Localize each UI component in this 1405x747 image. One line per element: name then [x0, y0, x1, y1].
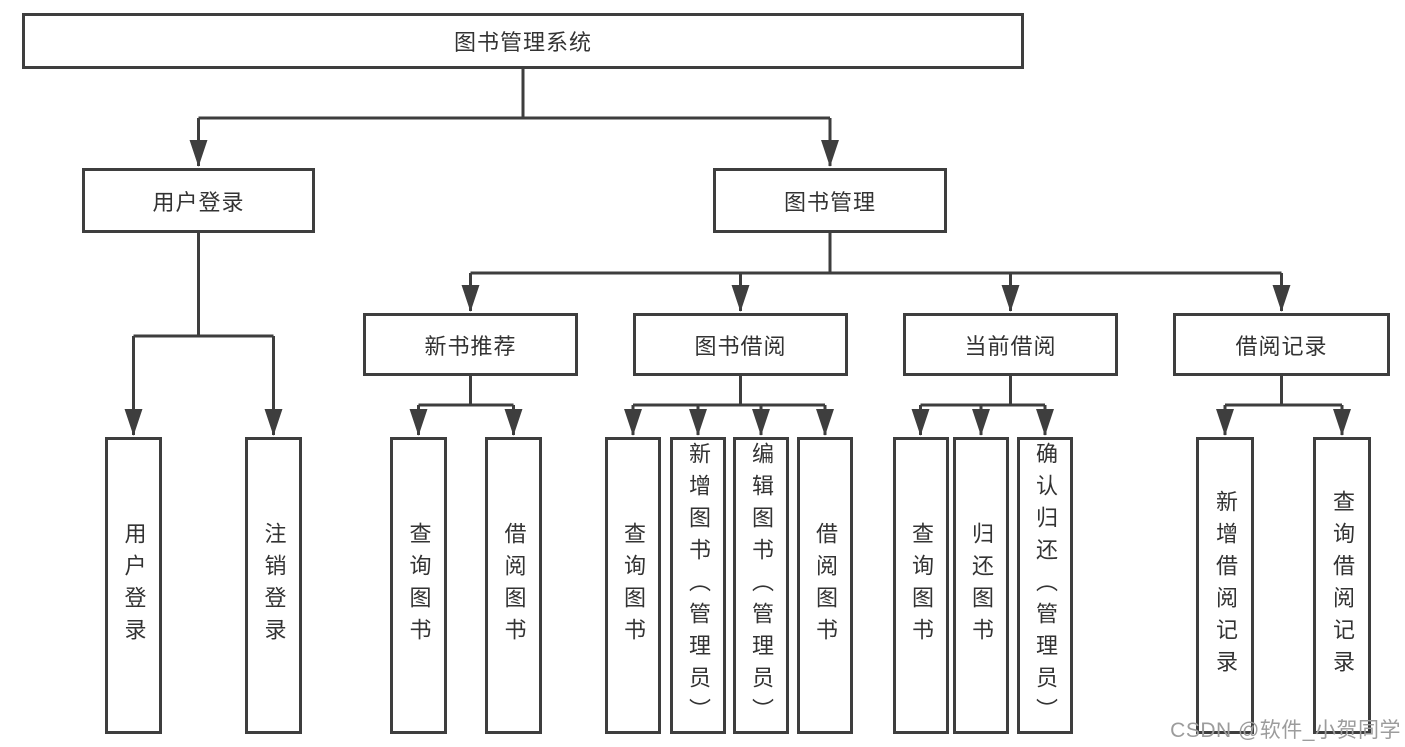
node-borrowing-records: 借阅记录 [1173, 313, 1390, 376]
connector-arrows [124, 118, 1351, 436]
node-user-login: 用户登录 [82, 168, 315, 233]
node-label: 用户登录 [121, 521, 147, 650]
leaf-query-books-borrowing: 查询图书 [605, 437, 661, 734]
leaf-edit-book-admin: 编辑图书（管理员） [733, 437, 789, 734]
node-label: 新书推荐 [424, 333, 517, 359]
leaf-borrow-books: 借阅图书 [797, 437, 853, 734]
node-label: 查询图书 [406, 521, 432, 650]
node-label: 查询图书 [909, 521, 934, 650]
node-label: 图书管理 [783, 189, 876, 215]
leaf-confirm-return-admin: 确认归还（管理员） [1017, 437, 1073, 734]
leaf-query-books-current: 查询图书 [893, 437, 949, 734]
leaf-return-books: 归还图书 [953, 437, 1009, 734]
leaf-add-book-admin: 新增图书（管理员） [670, 437, 726, 734]
node-new-book-recommendation: 新书推荐 [363, 313, 578, 376]
leaf-add-borrow-record: 新增借阅记录 [1196, 437, 1254, 734]
node-label: 图书管理系统 [453, 30, 592, 55]
node-label: 查询图书 [621, 521, 646, 650]
node-label: 用户登录 [152, 189, 245, 215]
node-label: 借阅记录 [1235, 333, 1328, 359]
node-label: 借阅图书 [501, 521, 527, 650]
node-current-borrowing: 当前借阅 [903, 313, 1118, 376]
node-label: 新增借阅记录 [1213, 489, 1238, 682]
node-label: 查询借阅记录 [1330, 489, 1355, 682]
csdn-watermark: CSDN @软件_小贺同学 [1170, 719, 1401, 742]
leaf-query-books-recommendation: 查询图书 [390, 437, 447, 734]
leaf-logout: 注销登录 [245, 437, 302, 734]
node-book-borrowing: 图书借阅 [633, 313, 848, 376]
node-label: 归还图书 [969, 521, 994, 650]
node-label: 图书借阅 [694, 333, 787, 359]
node-label: 借阅图书 [813, 521, 838, 650]
leaf-borrow-books-recommendation: 借阅图书 [485, 437, 542, 734]
leaf-query-borrow-record: 查询借阅记录 [1313, 437, 1371, 734]
node-label: 注销登录 [261, 521, 287, 650]
node-label: 当前借阅 [964, 333, 1057, 359]
node-library-management-system: 图书管理系统 [22, 13, 1024, 69]
node-label: 编辑图书（管理员） [749, 441, 774, 730]
leaf-user-login: 用户登录 [105, 437, 162, 734]
node-label: 确认归还（管理员） [1033, 441, 1058, 730]
node-label: 新增图书（管理员） [686, 441, 711, 730]
node-book-management: 图书管理 [713, 168, 947, 233]
